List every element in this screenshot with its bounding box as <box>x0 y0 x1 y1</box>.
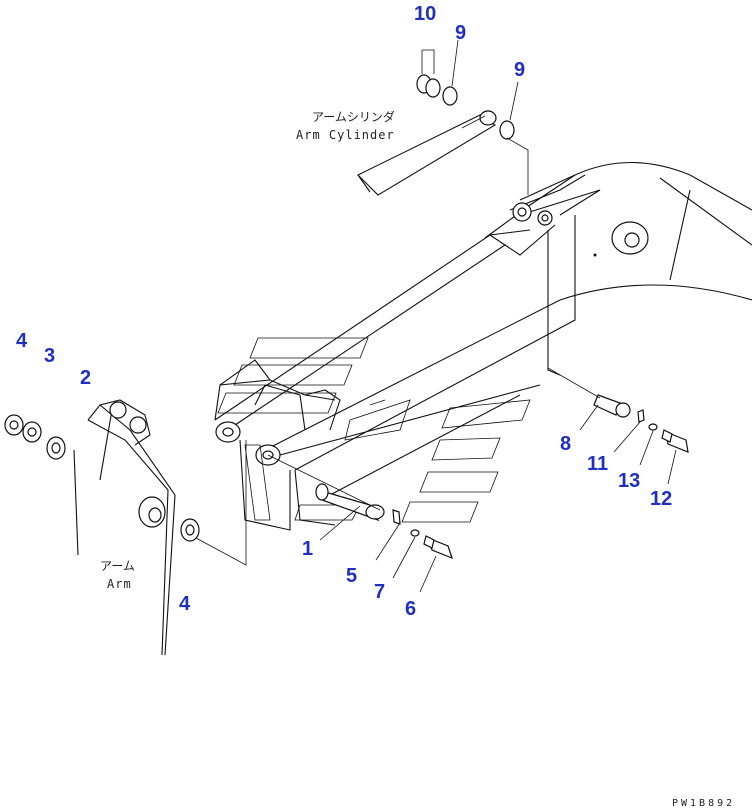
callout-5: 5 <box>346 565 357 587</box>
boom <box>519 161 752 301</box>
small-parts-lower <box>392 509 453 560</box>
pin-1 <box>267 454 385 522</box>
callout-11: 11 <box>587 453 608 475</box>
callout-9-right: 9 <box>514 59 525 81</box>
callout-12: 12 <box>650 488 672 510</box>
arm-body <box>214 174 601 531</box>
callout-7: 7 <box>374 581 385 603</box>
arm-label-en: Arm <box>107 577 132 591</box>
callout-10: 10 <box>414 3 436 25</box>
callout-8: 8 <box>560 433 571 455</box>
callout-3: 3 <box>44 345 55 367</box>
arm-cylinder-label-jp: アームシリンダ <box>312 109 395 124</box>
shims-top <box>416 49 529 195</box>
pin-8 <box>547 367 631 418</box>
arm-label-jp: アーム <box>100 559 135 573</box>
callout-2: 2 <box>80 367 91 389</box>
drawing-code: PW1B892 <box>672 798 735 809</box>
callout-13: 13 <box>618 470 640 492</box>
callout-6: 6 <box>405 598 416 620</box>
arm-cylinder <box>357 110 497 196</box>
left-bracket <box>4 399 247 656</box>
callout-1: 1 <box>302 538 313 560</box>
arm-cylinder-label-en: Arm Cylinder <box>296 128 395 142</box>
callout-9-top: 9 <box>455 22 466 44</box>
callout-4-left: 4 <box>16 330 28 352</box>
leader-lines <box>319 39 677 593</box>
callout-4-bottom: 4 <box>179 593 191 615</box>
shading-stripes <box>217 337 531 523</box>
small-parts-right <box>637 409 689 453</box>
